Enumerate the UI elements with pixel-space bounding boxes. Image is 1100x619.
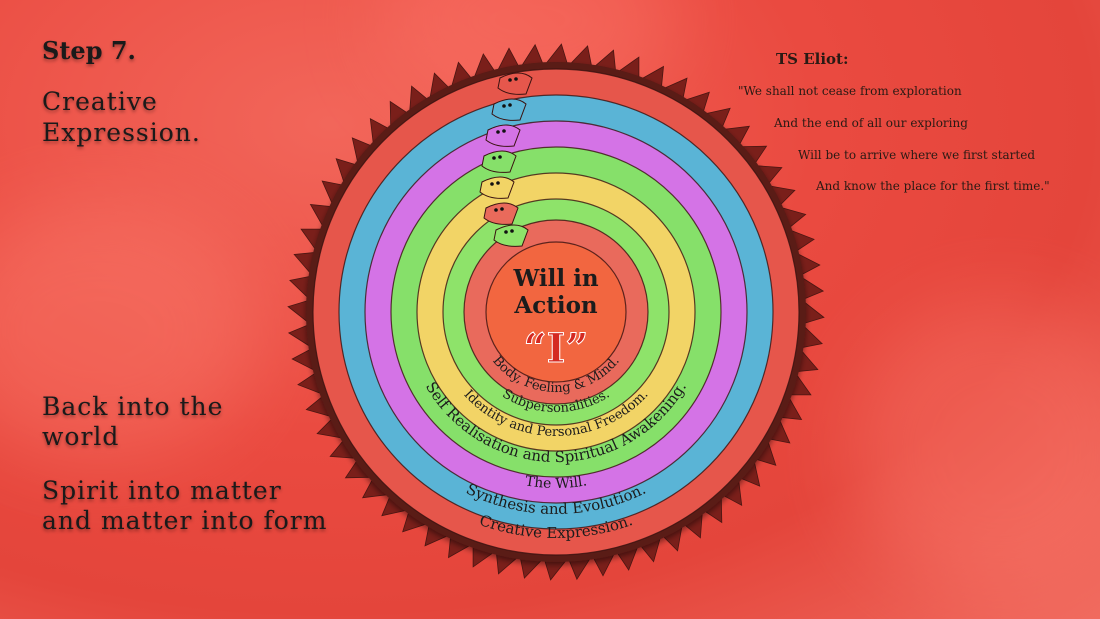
center-disc — [486, 242, 626, 382]
step-subtitle: Creative Expression. — [42, 87, 201, 147]
quote-line-4: And know the place for the first time." — [816, 179, 1050, 193]
quote-line-2: And the end of all our exploring — [774, 116, 968, 130]
center-line-1: Will in — [512, 265, 598, 292]
snake-heads — [479, 72, 533, 247]
snake-head-icon — [479, 176, 515, 199]
spirit-into-matter-text: Spirit into matter and matter into form — [42, 476, 328, 535]
quote-line-3: Will be to arrive where we first started — [798, 148, 1036, 162]
quote-author: TS Eliot: — [776, 50, 849, 68]
center-line-2: Action — [513, 292, 598, 319]
back-into-world-text: Back into the world — [42, 392, 224, 451]
step-title: Step 7. — [42, 36, 136, 65]
snake-head-icon — [493, 224, 529, 247]
snake-head-icon — [491, 98, 527, 121]
snake-head-icon — [483, 202, 519, 225]
center-symbol: “I” — [524, 325, 589, 372]
snake-head-icon — [497, 72, 533, 95]
quote-line-1: "We shall not cease from exploration — [738, 84, 962, 98]
snake-head-icon — [481, 150, 517, 173]
snake-head-icon — [485, 124, 521, 147]
ring-label-the-will: The Will. — [524, 473, 588, 492]
